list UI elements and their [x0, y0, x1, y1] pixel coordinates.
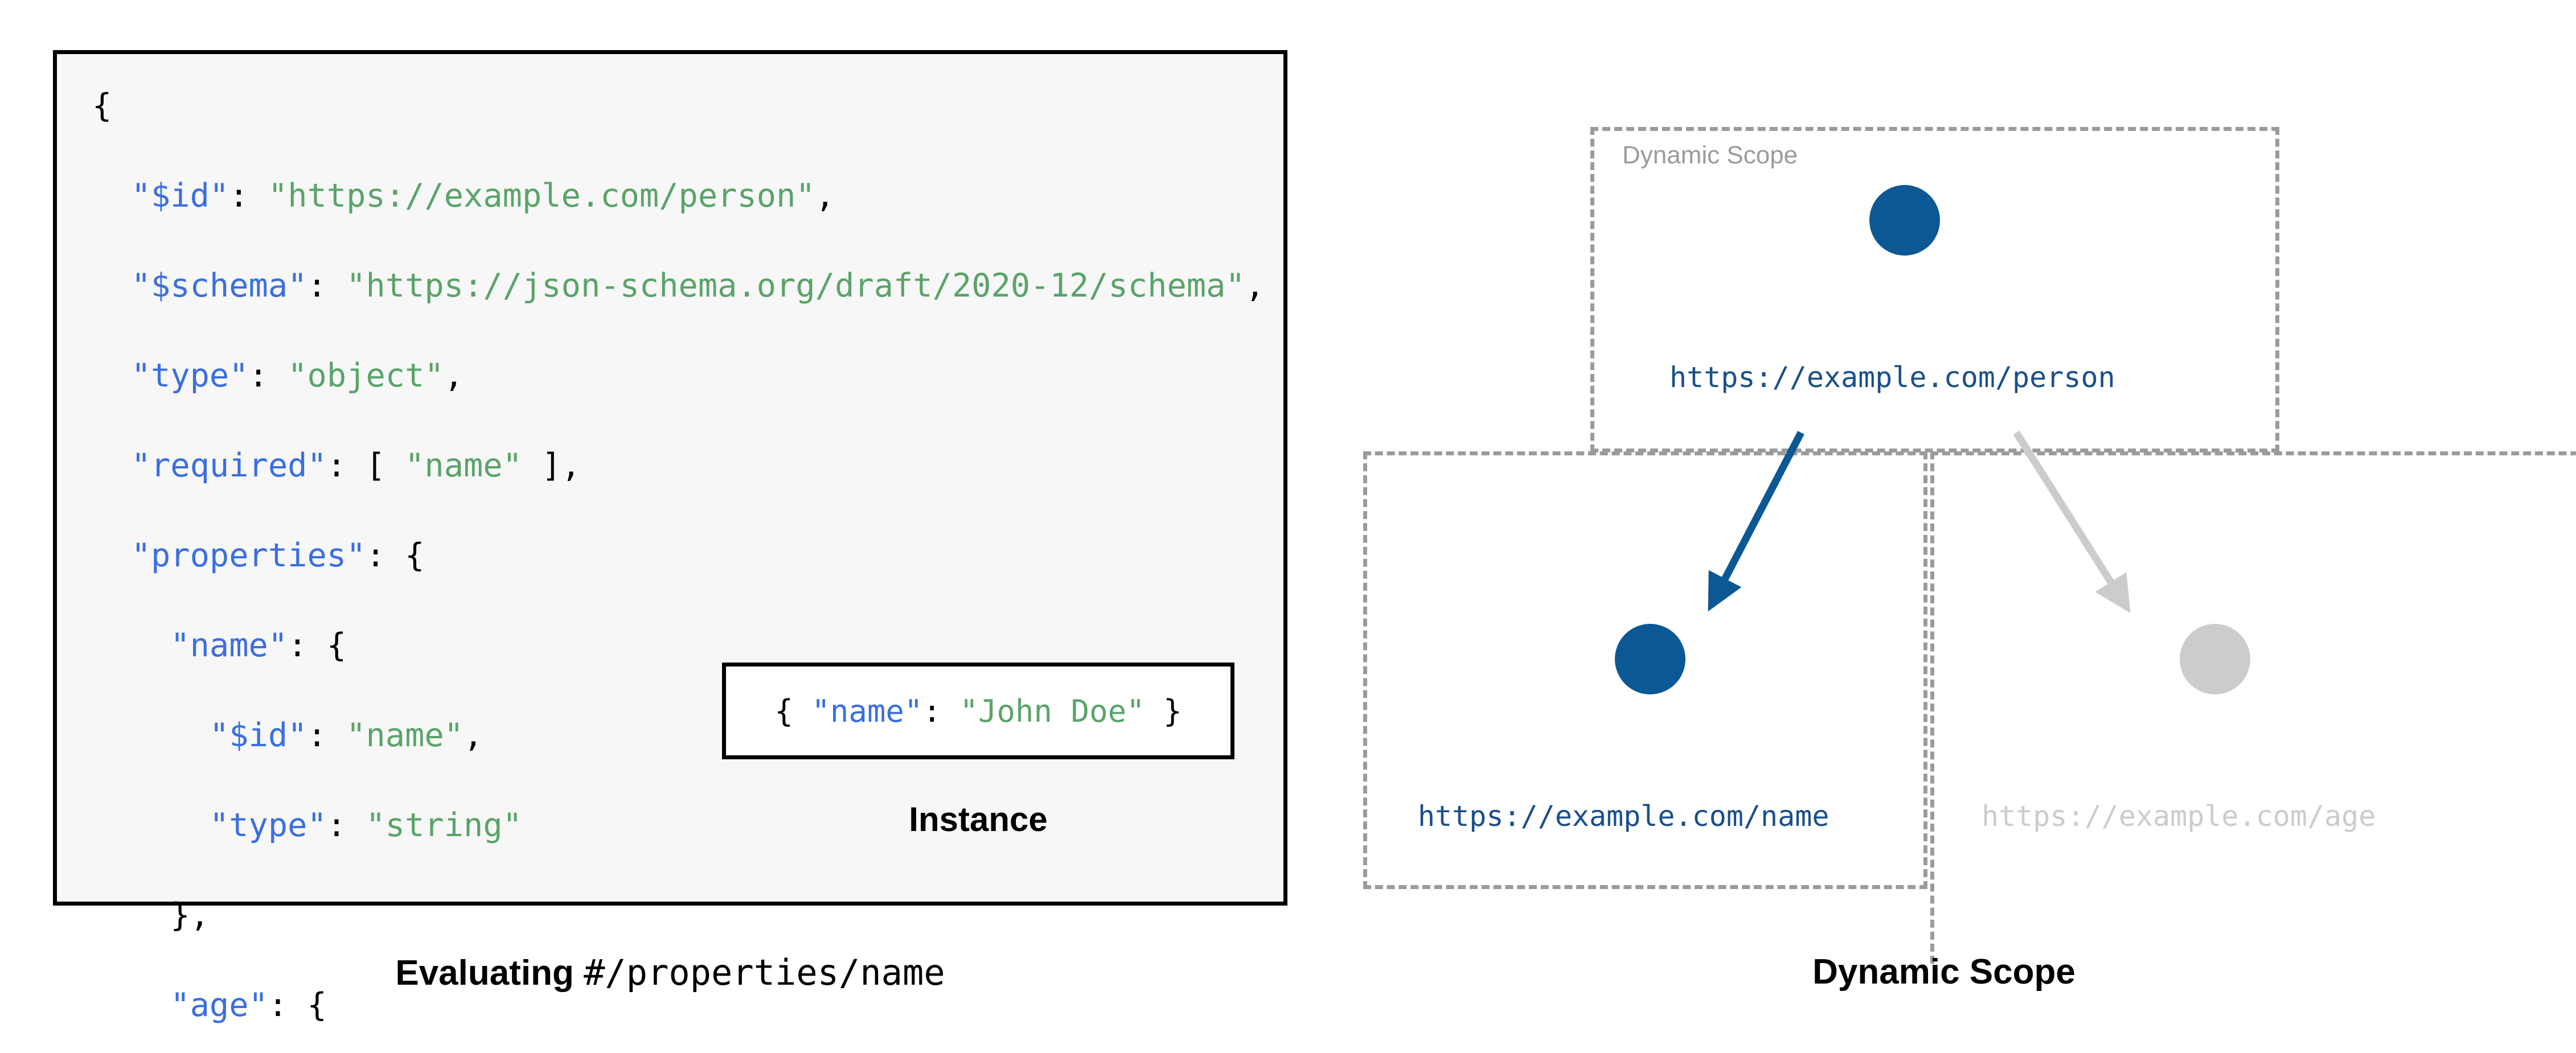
- code-token: ,: [815, 177, 835, 215]
- code-indent: [92, 717, 210, 754]
- node-label-name: https://example.com/name: [1418, 800, 1830, 833]
- code-token: "https://json-schema.org/draft/2020-12/s…: [346, 267, 1245, 305]
- code-indent: [92, 357, 132, 394]
- code-token: : {: [288, 627, 347, 664]
- left-caption-pointer: #/properties/name: [584, 952, 945, 993]
- code-token: "name": [346, 717, 464, 754]
- code-line: },: [92, 893, 1265, 938]
- node-label-age: https://example.com/age: [1982, 800, 2376, 833]
- instance-box: { "name": "John Doe" }: [722, 663, 1234, 759]
- code-line: "type": "string": [92, 803, 1265, 848]
- code-line: "$id": "name",: [92, 713, 1265, 758]
- node-label-person: https://example.com/person: [1670, 361, 2115, 394]
- code-indent: [92, 177, 132, 215]
- right-caption: Dynamic Scope: [1812, 952, 2075, 992]
- code-token: :: [307, 267, 347, 305]
- code-token: :: [307, 717, 347, 754]
- dynamic-scope-label: Dynamic Scope: [1622, 141, 1798, 169]
- code-token: "name": [405, 447, 522, 484]
- code-token: "type": [131, 357, 249, 394]
- code-token: "https://example.com/person": [268, 177, 815, 215]
- node-circle-name: [1615, 624, 1685, 694]
- code-token: : {: [366, 537, 425, 574]
- code-token: "string": [366, 807, 522, 844]
- code-token: }: [1145, 693, 1182, 729]
- code-token: {: [92, 87, 112, 125]
- code-token: ],: [522, 447, 581, 484]
- code-line: "required": [ "name" ],: [92, 443, 1265, 488]
- code-line: "$schema": "https://json-schema.org/draf…: [92, 264, 1265, 309]
- scope-box-age: [1930, 451, 2576, 964]
- code-token: "object": [288, 357, 444, 394]
- code-token: "name": [811, 693, 923, 729]
- code-token: ,: [1245, 267, 1265, 305]
- code-line: "age": {: [92, 983, 1265, 1028]
- code-line: "$id": "https://example.com/person",: [92, 174, 1265, 219]
- code-token: "properties": [131, 537, 366, 574]
- code-token: : {: [268, 986, 327, 1024]
- code-line: {: [92, 84, 1265, 129]
- code-token: ,: [444, 357, 464, 394]
- code-token: :: [922, 693, 960, 729]
- code-indent: [92, 807, 210, 844]
- code-indent: [92, 447, 132, 484]
- node-circle-person: [1869, 185, 1940, 256]
- left-caption-bold: Evaluating: [395, 953, 584, 993]
- code-token: },: [170, 896, 210, 934]
- code-line: "properties": {: [92, 533, 1265, 578]
- code-indent: [92, 896, 170, 934]
- code-token: "type": [209, 807, 327, 844]
- code-line: "type": "object",: [92, 353, 1265, 398]
- code-indent: [92, 537, 132, 574]
- node-circle-age: [2180, 624, 2250, 694]
- code-token: : [: [326, 447, 405, 484]
- instance-code-text: { "name": "John Doe" }: [774, 693, 1182, 729]
- code-token: :: [229, 177, 268, 215]
- schema-code-box: { "$id": "https://example.com/person", "…: [53, 50, 1287, 1024]
- code-token: "$id": [131, 177, 229, 215]
- code-indent: [92, 267, 132, 305]
- scope-box-name: [1363, 451, 1927, 889]
- code-token: "name": [170, 627, 288, 664]
- code-token: ,: [463, 717, 483, 754]
- code-token: "$id": [209, 717, 307, 754]
- code-token: "age": [170, 986, 268, 1024]
- left-caption: Evaluating #/properties/name: [53, 952, 1287, 993]
- instance-caption: Instance: [909, 800, 1048, 838]
- code-token: "John Doe": [959, 693, 1145, 729]
- code-token: {: [774, 693, 812, 729]
- schema-code-text: { "$id": "https://example.com/person", "…: [92, 84, 1265, 1053]
- code-token: "$schema": [131, 267, 307, 305]
- code-indent: [92, 627, 170, 664]
- code-token: "required": [131, 447, 327, 484]
- code-token: :: [248, 357, 288, 394]
- code-token: :: [326, 807, 366, 844]
- scope-box-person: [1590, 127, 2279, 453]
- code-line: "name": {: [92, 623, 1265, 668]
